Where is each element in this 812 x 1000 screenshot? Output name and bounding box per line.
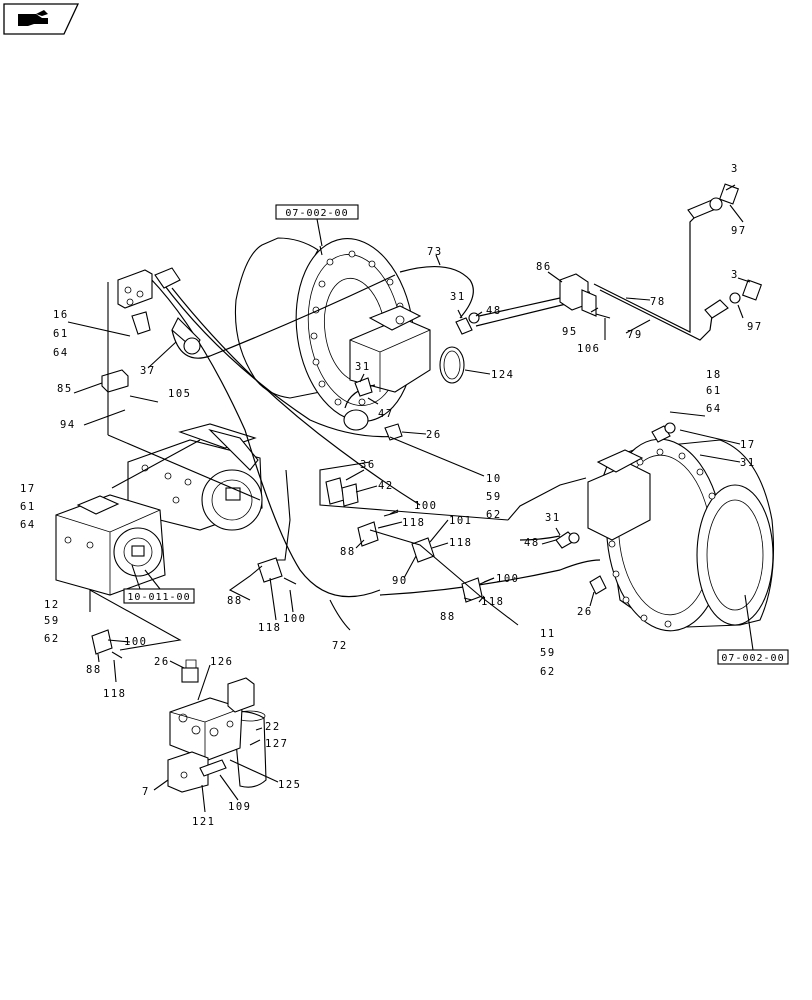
label-62: 62 — [540, 666, 556, 678]
label-22: 22 — [265, 721, 281, 733]
label-72: 72 — [332, 640, 348, 652]
label-100: 100 — [496, 573, 519, 585]
label-64: 64 — [53, 347, 69, 359]
label-48: 48 — [486, 305, 502, 317]
label-86: 86 — [536, 261, 552, 273]
label-37: 37 — [140, 365, 156, 377]
label-79: 79 — [627, 329, 643, 341]
label-42: 42 — [378, 480, 394, 492]
label-118: 118 — [103, 688, 126, 700]
label-94: 94 — [60, 419, 76, 431]
label-88: 88 — [440, 611, 456, 623]
label-36: 36 — [360, 459, 376, 471]
label-97: 97 — [747, 321, 763, 333]
label-100: 100 — [124, 636, 147, 648]
label-10: 10 — [486, 473, 502, 485]
ref-label-top-motor[interactable]: 07-002-00 — [285, 208, 348, 219]
label-124: 124 — [491, 369, 514, 381]
label-48: 48 — [524, 537, 540, 549]
ref-label-pump[interactable]: 10-011-00 — [127, 592, 190, 603]
top-drive-motor: 07-002-00 — [234, 204, 431, 423]
label-11: 11 — [540, 628, 556, 640]
label-97: 97 — [731, 225, 747, 237]
ref-label-right-motor[interactable]: 07-002-00 — [721, 653, 784, 664]
label-3: 3 — [731, 163, 739, 175]
label-59: 59 — [540, 647, 556, 659]
label-64: 64 — [706, 403, 722, 415]
label-127: 127 — [265, 738, 288, 750]
label-125: 125 — [278, 779, 301, 791]
label-88: 88 — [340, 546, 356, 558]
label-106: 106 — [577, 343, 600, 355]
label-105: 105 — [168, 388, 191, 400]
label-31: 31 — [545, 512, 561, 524]
label-121: 121 — [192, 816, 215, 828]
label-31: 31 — [740, 457, 756, 469]
label-12: 12 — [44, 599, 60, 611]
label-95: 95 — [562, 326, 578, 338]
label-26: 26 — [426, 429, 442, 441]
callout-labels: 3 97 3 97 73 86 78 95 79 106 16 61 64 31… — [20, 163, 763, 828]
label-61: 61 — [53, 328, 69, 340]
label-100: 100 — [414, 500, 437, 512]
label-26: 26 — [154, 656, 170, 668]
label-101: 101 — [449, 515, 472, 527]
label-17: 17 — [20, 483, 36, 495]
label-31: 31 — [450, 291, 466, 303]
ref-box-pump[interactable] — [123, 588, 195, 604]
label-62: 62 — [486, 509, 502, 521]
label-118: 118 — [402, 517, 425, 529]
label-16: 16 — [53, 309, 69, 321]
right-drive-motor: 07-002-00 — [587, 438, 789, 665]
label-31: 31 — [355, 361, 371, 373]
label-85: 85 — [57, 383, 73, 395]
label-126: 126 — [210, 656, 233, 668]
label-7: 7 — [142, 786, 150, 798]
label-26: 26 — [577, 606, 593, 618]
label-88: 88 — [86, 664, 102, 676]
fittings-brackets — [91, 183, 763, 659]
filter-valve-assembly — [167, 659, 267, 793]
label-59: 59 — [44, 615, 60, 627]
navigation-button[interactable] — [2, 2, 80, 36]
label-118: 118 — [449, 537, 472, 549]
label-78: 78 — [650, 296, 666, 308]
label-17: 17 — [740, 439, 756, 451]
label-62: 62 — [44, 633, 60, 645]
leader-lines — [67, 184, 751, 813]
label-88: 88 — [227, 595, 243, 607]
label-109: 109 — [228, 801, 251, 813]
label-73: 73 — [427, 246, 443, 258]
label-59: 59 — [486, 491, 502, 503]
label-3: 3 — [731, 269, 739, 281]
label-64: 64 — [20, 519, 36, 531]
label-90: 90 — [392, 575, 408, 587]
label-61: 61 — [20, 501, 36, 513]
label-18: 18 — [706, 369, 722, 381]
label-47: 47 — [378, 408, 394, 420]
label-118: 118 — [481, 596, 504, 608]
label-118: 118 — [258, 622, 281, 634]
label-100: 100 — [283, 613, 306, 625]
hand-pointer-icon — [3, 3, 80, 35]
label-61: 61 — [706, 385, 722, 397]
hydraulic-pump: 10-011-00 — [55, 423, 263, 604]
